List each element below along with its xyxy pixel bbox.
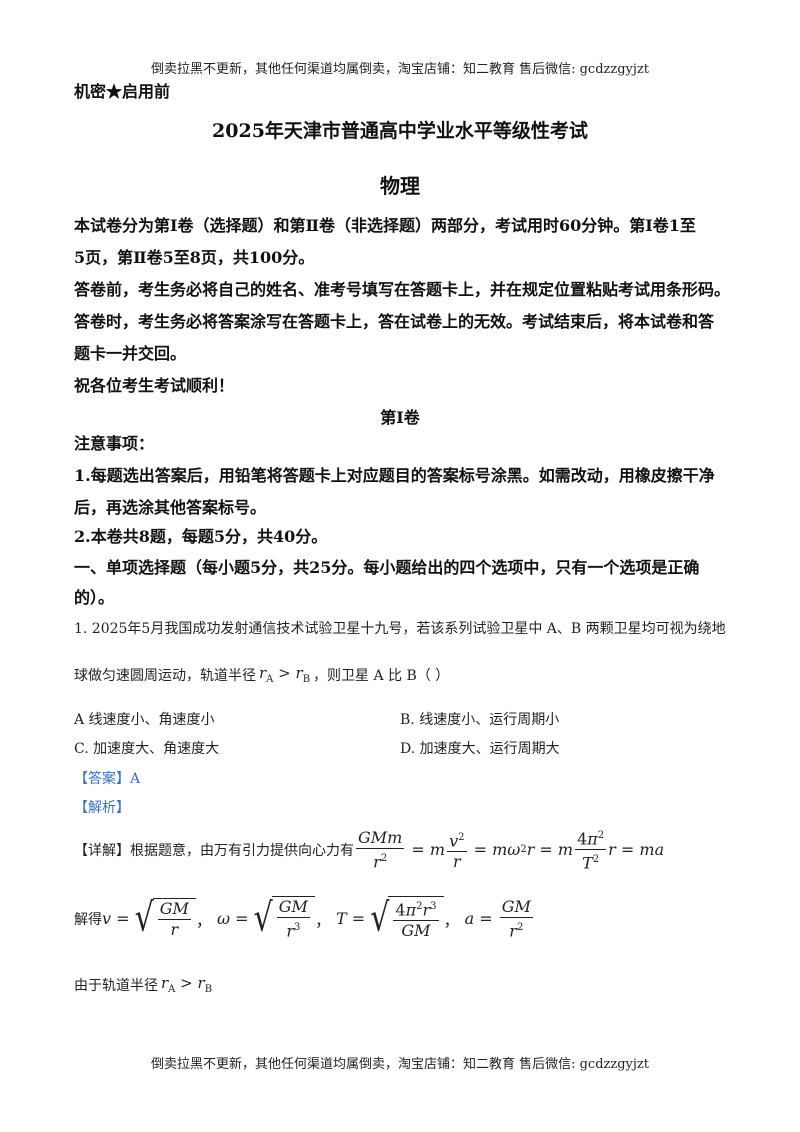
watermark-top: 倒卖拉黑不更新，其他任何渠道均属倒卖，淘宝店铺：知二教育 售后微信: gcdzz… — [150, 62, 650, 77]
q1-conclusion-label: 由于轨道半径 — [74, 977, 158, 994]
intro-line-3: 答卷前，考生务必将自己的姓名、准考号填写在答题卡上，并在规定位置粘贴考试用条形码… — [74, 280, 731, 299]
intro-line-5: 题卡一并交回。 — [74, 344, 187, 363]
subject-title: 物理 — [380, 174, 420, 198]
radius-inequality-2: rA > rB — [161, 974, 213, 995]
q1-stem-line-2-post: ，则卫星 A 比 B（ ） — [313, 667, 450, 684]
radius-inequality: rA > rB — [259, 664, 311, 685]
q1-solution-label: 解得 — [74, 911, 102, 928]
notes-title: 注意事项： — [74, 434, 155, 453]
section-title-line-1: 一、单项选择题（每小题5分，共25分。每小题给出的四个选项中，只有一个选项是正确 — [74, 558, 700, 577]
q1-option-d: D. 加速度大、运行周期大 — [400, 741, 560, 757]
intro-line-4: 答卷时，考生务必将答案涂写在答题卡上，答在试卷上的无效。考试结束后，将本试卷和答 — [74, 312, 715, 331]
intro-line-6: 祝各位考生考试顺利！ — [74, 376, 235, 395]
notes-line-2: 后，再选涂其他答案标号。 — [74, 498, 267, 517]
intro-line-1: 本试卷分为第Ⅰ卷（选择题）和第Ⅱ卷（非选择题）两部分，考试用时60分钟。第Ⅰ卷1… — [74, 216, 696, 235]
watermark-bottom: 倒卖拉黑不更新，其他任何渠道均属倒卖，淘宝店铺：知二教育 售后微信: gcdzz… — [150, 1057, 650, 1072]
q1-analysis-label: 【解析】 — [74, 800, 130, 816]
q1-option-b: B. 线速度小、运行周期小 — [400, 712, 560, 728]
q1-option-a: A 线速度小、角速度小 — [74, 712, 215, 728]
q1-option-c: C. 加速度大、角速度大 — [74, 741, 220, 757]
intro-line-2: 5页，第Ⅱ卷5至8页，共100分。 — [74, 248, 315, 267]
section-title-line-2: 的）。 — [74, 588, 115, 607]
q1-stem-line-2-pre: 球做匀速圆周运动，轨道半径 — [74, 667, 256, 684]
q1-answer: 【答案】A — [74, 771, 141, 787]
q1-stem-line-2: 球做匀速圆周运动，轨道半径 rA > rB ，则卫星 A 比 B（ ） — [74, 664, 449, 685]
q1-stem-line-1: 1. 2025年5月我国成功发射通信技术试验卫星十九号，若该系列试验卫星中 A、… — [74, 621, 726, 637]
confidential-label: 机密★启用前 — [74, 82, 171, 101]
q1-detail-label: 【详解】根据题意，由万有引力提供向心力有 — [74, 842, 354, 859]
notes-line-1: 1.每题选出答案后，用铅笔将答题卡上对应题目的答案标号涂黑。如需改动，用橡皮擦干… — [74, 466, 715, 485]
q1-conclusion: 由于轨道半径 rA > rB — [74, 974, 212, 995]
part-title: 第Ⅰ卷 — [380, 408, 420, 427]
exam-title: 2025年天津市普通高中学业水平等级性考试 — [212, 120, 588, 142]
notes-line-3: 2.本卷共8题，每题5分，共40分。 — [74, 527, 328, 546]
